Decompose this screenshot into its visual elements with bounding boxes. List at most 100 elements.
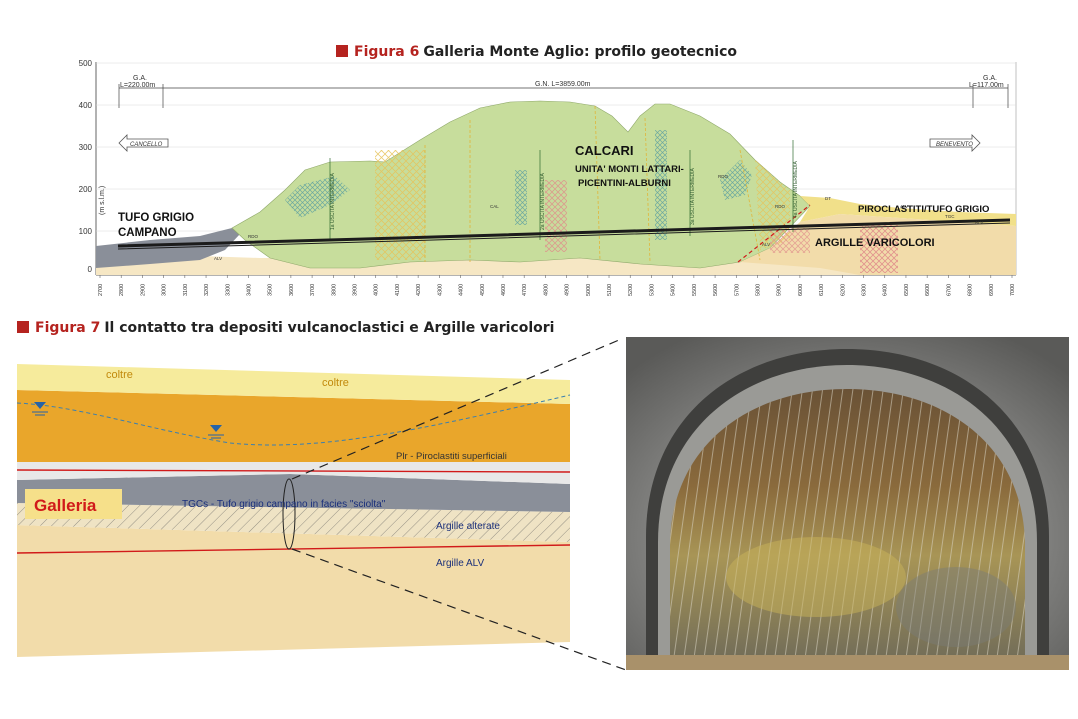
x-tick-label: 5300 [649, 284, 655, 296]
y-tick-100: 100 [79, 227, 93, 236]
ga-right-length: L=117.00m [969, 82, 1004, 89]
x-tick-label: 3300 [225, 284, 231, 296]
label-unita-1: UNITA' MONTI LATTARI- [575, 164, 684, 175]
code-label-8: ALV [900, 204, 908, 209]
x-tick-label: 3600 [289, 284, 295, 296]
figure-6-number: Figura 6 [354, 44, 420, 60]
x-tick-label: 6800 [968, 284, 974, 296]
water-table [16, 394, 571, 446]
x-tick-label: 4700 [522, 284, 528, 296]
tunnel-face-photo [626, 337, 1069, 670]
grey-zone [896, 567, 1016, 647]
x-tick-label: 5000 [586, 284, 592, 296]
code-label-1: ALV [214, 256, 222, 261]
x-tick-label: 6100 [819, 284, 825, 296]
hatch-zone-red-2 [860, 225, 898, 273]
figure-6-caption: Galleria Monte Aglio: profilo geotecnico [423, 44, 738, 60]
gn-label: G.N. L=3859.00m [535, 81, 591, 88]
x-tick-label: 6700 [946, 284, 952, 296]
x-tick-label: 5800 [755, 284, 761, 296]
x-tick-label: 3700 [310, 284, 316, 296]
x-tick-label: 5900 [777, 284, 783, 296]
y-tick-400: 400 [79, 101, 93, 110]
yellow-zone [726, 537, 906, 617]
hatch-zone-teal-3 [655, 130, 667, 240]
hatch-zone-red-1 [545, 180, 567, 252]
x-tick-label: 2700 [98, 284, 104, 296]
x-tick-label: 5100 [607, 284, 613, 296]
x-tick-label: 5600 [713, 284, 719, 296]
x-tick-label: 4500 [480, 284, 486, 296]
red-line-upper [16, 469, 571, 473]
label-tufo-1: TUFO GRIGIO [118, 212, 194, 224]
label-calcari: CALCARI [575, 143, 634, 158]
coltre-label-2: coltre [322, 377, 349, 389]
water-level-icon [32, 402, 224, 439]
layer-argille-alv [17, 525, 570, 657]
code-label-3: CAL [490, 204, 499, 209]
y-axis-label: (m s.l.m.) [99, 186, 106, 215]
fault-lines [424, 105, 761, 263]
hatch-zone-teal-2 [515, 170, 527, 225]
y-tick-300: 300 [79, 143, 93, 152]
code-label-6: ALV [762, 242, 770, 247]
x-tick-label: 6200 [840, 284, 846, 296]
code-label-5: RDO [775, 204, 785, 209]
x-tick-label: 6500 [904, 284, 910, 296]
label-piroclastiti: PIROCLASTITI/TUFO GRIGIO [858, 204, 989, 215]
x-tick-label: 6300 [862, 284, 868, 296]
arrow-cancello-label: CANCELLO [130, 142, 163, 148]
connector-line-top [291, 339, 623, 480]
uscita-markers [329, 140, 794, 240]
code-label-9: TGC [945, 214, 955, 219]
x-tick-label: 5400 [671, 284, 677, 296]
plr-label: Plr - Piroclastiti superficiali [396, 451, 507, 462]
layer-coltre [17, 364, 570, 404]
x-tick-label: 3100 [183, 284, 189, 296]
tunnel-floor [626, 655, 1069, 670]
y-tick-200: 200 [79, 185, 93, 194]
ga-left-length: L=220.00m [120, 82, 155, 89]
red-dashed-contact [737, 204, 811, 263]
x-tick-label: 4300 [437, 284, 443, 296]
uscita-4-label: 4a USCITA INTERMEDIA [793, 160, 799, 218]
galleria-label: Galleria [34, 496, 97, 515]
layer-debris-band [17, 462, 570, 484]
ga-right-label: G.A. [983, 75, 997, 82]
ga-left-label: G.A. [133, 75, 147, 82]
arrow-benevento-label: BENEVENTO [936, 142, 973, 148]
layer-argille-alterate-hatch [17, 503, 570, 542]
argille-alterate-label: Argille alterate [436, 521, 500, 532]
code-label-7: DT [825, 196, 831, 201]
coltre-label-1: coltre [106, 369, 133, 381]
x-tick-label: 3400 [246, 284, 252, 296]
x-tick-label: 4900 [565, 284, 571, 296]
galleria-box [25, 489, 122, 519]
x-tick-label: 2800 [119, 284, 125, 296]
label-unita-2: PICENTINI-ALBURNI [578, 178, 671, 189]
x-tick-label: 7000 [1010, 284, 1016, 296]
x-tick-label: 5700 [734, 284, 740, 296]
x-tick-label: 3000 [162, 284, 168, 296]
label-tufo-2: CAMPANO [118, 227, 177, 239]
arrow-cancello: CANCELLO [118, 134, 169, 152]
x-tick-label: 2900 [140, 284, 146, 296]
code-label-2: RDO [248, 234, 258, 239]
code-label-4: RDO [718, 174, 728, 179]
uscita-1-label: 1a USCITA INTERMEDIA [330, 172, 336, 230]
code-label-10: ALV [975, 220, 983, 225]
tunnel-alignment-lower [117, 222, 1011, 250]
figure-marker-square [336, 45, 348, 57]
hatch-zone-red-3 [770, 228, 810, 253]
x-tick-label: 4600 [501, 284, 507, 296]
tunnel-section-ellipse [282, 478, 296, 550]
x-tick-label: 4100 [395, 284, 401, 296]
x-tick-label: 3900 [353, 284, 359, 296]
label-argille-varicolori: ARGILLE VARICOLORI [815, 237, 935, 249]
alignment-header [118, 84, 1009, 108]
x-tick-label: 3800 [331, 284, 337, 296]
